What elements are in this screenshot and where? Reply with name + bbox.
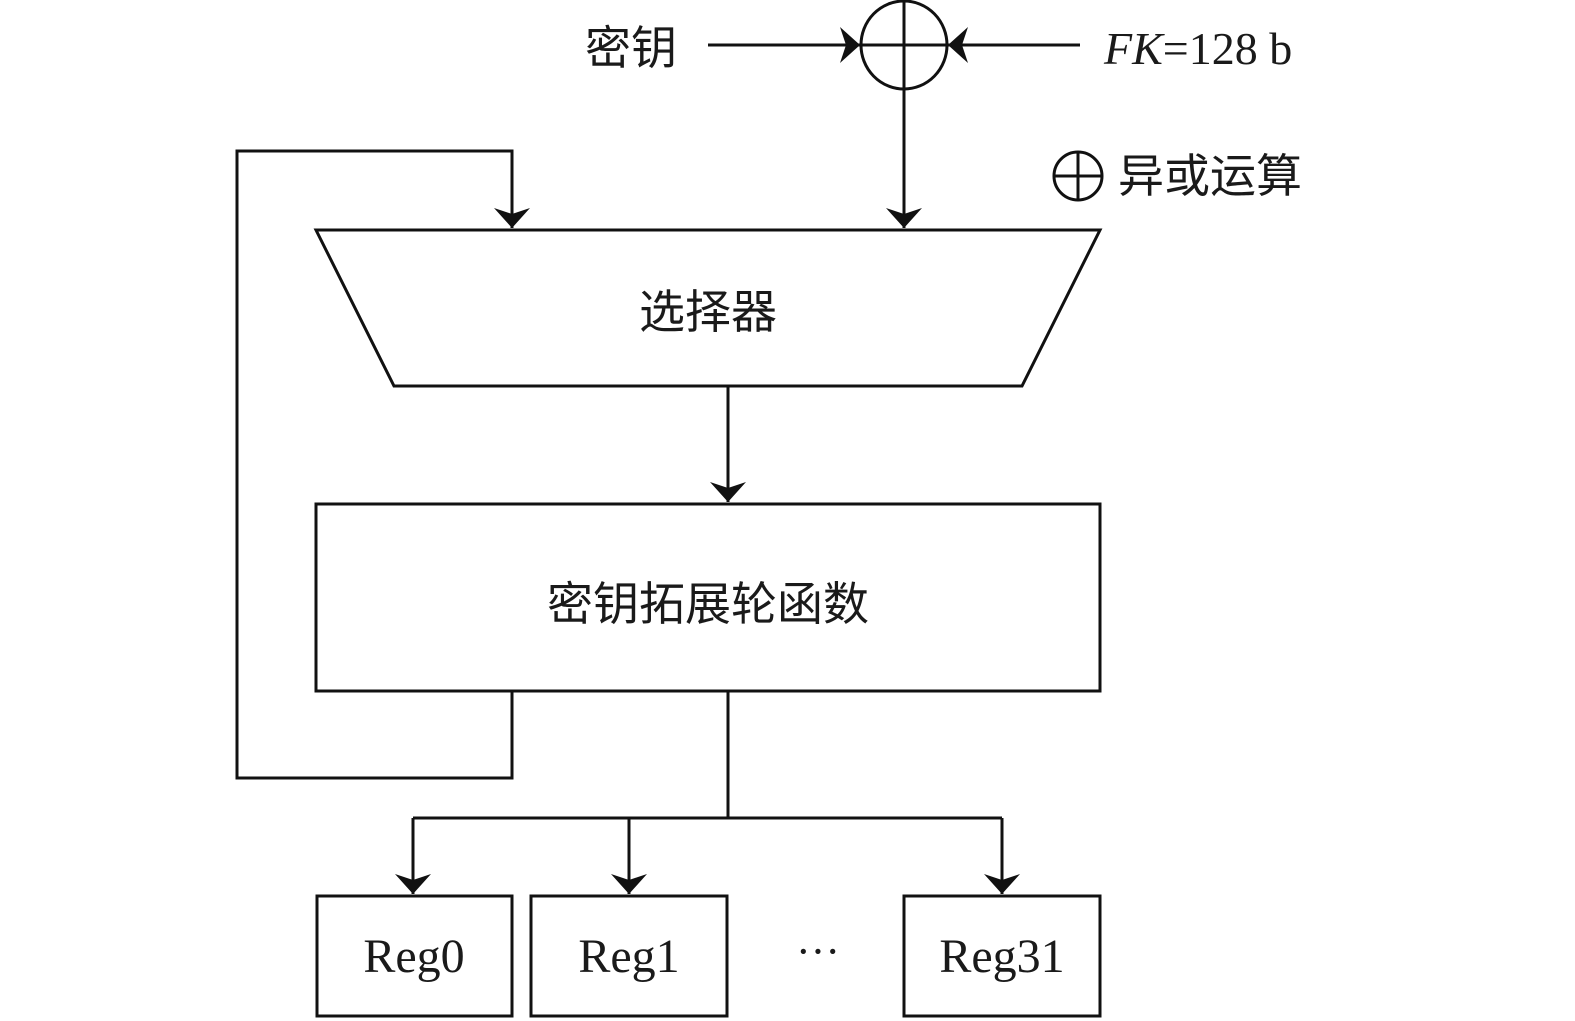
- xor-operator-icon: [859, 0, 949, 91]
- fk-value: =128 b: [1163, 23, 1292, 74]
- round-function-block: [314, 502, 1102, 693]
- key-input-label: 密钥: [585, 21, 677, 75]
- xor-legend-icon: [1052, 150, 1104, 202]
- register-label: Reg0: [363, 930, 464, 983]
- register-reg1: Reg1: [529, 894, 729, 1018]
- register-label: Reg31: [939, 930, 1064, 983]
- xor-legend: 异或运算: [1052, 149, 1302, 203]
- xor-legend-label: 异或运算: [1118, 149, 1302, 203]
- feedback-loop-arrow: [235, 149, 530, 780]
- fk-input-label: FK=128 b: [1103, 23, 1292, 74]
- selector-block: [313, 228, 1103, 388]
- round-function-label: 密钥拓展轮函数: [547, 577, 869, 631]
- selector-label: 选择器: [639, 285, 777, 339]
- fk-symbol: FK: [1103, 23, 1165, 74]
- register-reg0: Reg0: [315, 894, 514, 1018]
- register-reg31: Reg31: [902, 894, 1102, 1018]
- ellipsis: ···: [796, 927, 840, 976]
- register-label: Reg1: [578, 930, 679, 983]
